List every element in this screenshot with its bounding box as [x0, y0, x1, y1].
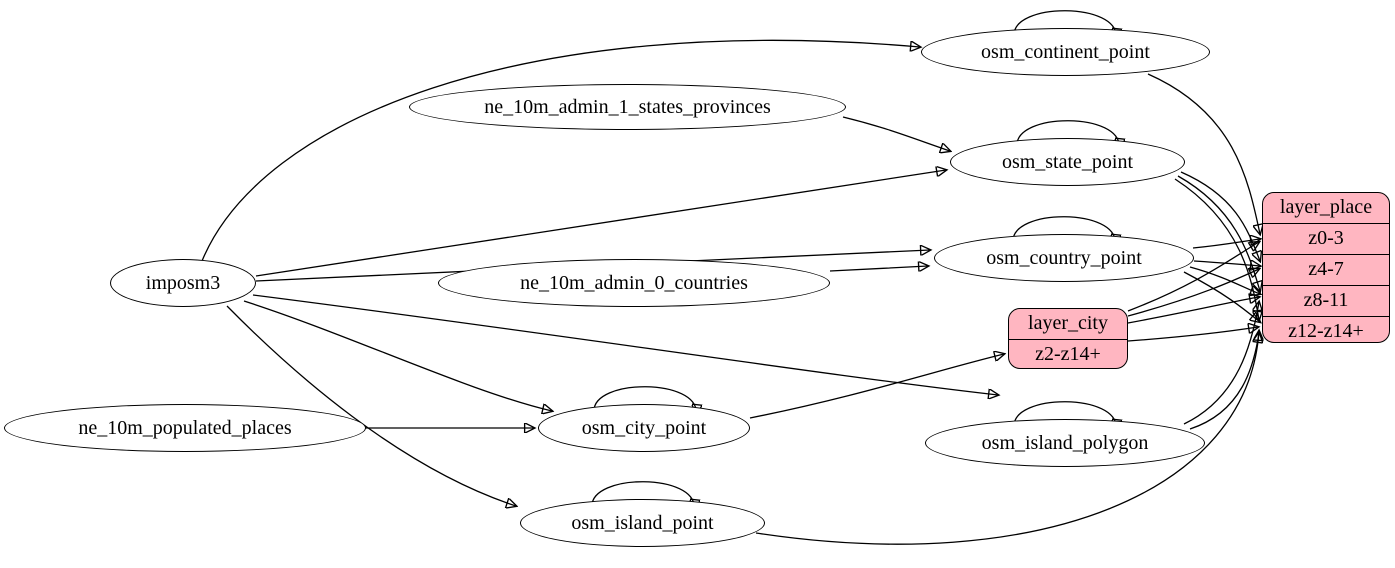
node-ne_10m_admin_0_countries: ne_10m_admin_0_countries: [438, 259, 830, 307]
edge-imposm3-to-osm_state_point: [255, 170, 946, 277]
edge-imposm3-to-osm_continent_point: [201, 39, 920, 262]
node-osm_continent_point-label: osm_continent_point: [981, 40, 1150, 63]
edge-osm_country_point-to-layer_place-z4-7: [1193, 261, 1260, 266]
node-osm_continent_point: osm_continent_point: [921, 28, 1210, 76]
edge-ne_10m_admin_0_countries-to-osm_country_point: [829, 266, 928, 271]
self-loop-osm_city_point: [593, 386, 696, 414]
self-loop-osm_country_point: [1012, 216, 1115, 244]
edge-osm_continent_point-to-layer_place-z0-3: [1147, 73, 1260, 234]
self-loop-osm_continent_point: [1013, 10, 1116, 38]
layer_place-row-z8-11: z8-11: [1263, 285, 1389, 316]
layer_city-row-z2-z14: z2-z14+: [1009, 339, 1127, 368]
edge-imposm3-to-osm_island_polygon: [252, 294, 998, 395]
edge-layer_city-to-layer_place-z12-z14: [1127, 327, 1258, 342]
node-layer_city: layer_city z2-z14+: [1008, 308, 1128, 369]
edge-ne_10m_admin_1_states_provinces-to-osm_state_point: [842, 116, 950, 151]
node-ne_10m_admin_1_states_provinces-label: ne_10m_admin_1_states_provinces: [484, 95, 771, 118]
edge-osm_island_polygon-to-layer_place-z8-11: [1183, 302, 1259, 425]
node-osm_island_polygon-label: osm_island_polygon: [981, 431, 1149, 454]
node-osm_island_polygon: osm_island_polygon: [925, 419, 1205, 467]
edge-imposm3-to-osm_island_point: [226, 305, 516, 506]
node-imposm3: imposm3: [110, 259, 256, 307]
edge-osm_country_point-to-layer_place-z0-3: [1192, 239, 1260, 249]
edge-osm_state_point-to-layer_place-z8-11: [1177, 175, 1260, 291]
node-osm_island_point-label: osm_island_point: [571, 511, 714, 534]
node-ne_10m_populated_places: ne_10m_populated_places: [4, 404, 366, 452]
self-loop-osm_state_point: [1016, 120, 1119, 148]
node-ne_10m_populated_places-label: ne_10m_populated_places: [78, 416, 292, 439]
edge-osm_city_point-to-layer_city-z2: [749, 354, 1004, 419]
edge-layer_city-to-layer_place-z0-3: [1127, 242, 1259, 312]
layer_city-title: layer_city: [1028, 312, 1108, 334]
node-osm_country_point-label: osm_country_point: [986, 246, 1142, 269]
edge-osm_country_point-to-layer_place-z12-z14: [1183, 271, 1260, 322]
node-layer_place: layer_place z0-3 z4-7 z8-11 z12-z14+: [1262, 192, 1390, 343]
node-ne_10m_admin_0_countries-label: ne_10m_admin_0_countries: [520, 271, 748, 294]
layer_place-row-z0-3: z0-3: [1263, 223, 1389, 254]
layer_place-row-z12-z14: z12-z14+: [1263, 316, 1389, 342]
node-osm_state_point: osm_state_point: [950, 138, 1185, 186]
edge-layer_city-to-layer_place-z4-7: [1127, 269, 1259, 317]
node-osm_city_point-label: osm_city_point: [581, 416, 707, 439]
node-osm_city_point: osm_city_point: [538, 404, 750, 452]
node-ne_10m_admin_1_states_provinces: ne_10m_admin_1_states_provinces: [409, 84, 846, 130]
layer_place-row-z4-7: z4-7: [1263, 254, 1389, 285]
node-imposm3-label: imposm3: [145, 271, 221, 294]
node-osm_country_point: osm_country_point: [934, 234, 1194, 282]
node-osm_state_point-label: osm_state_point: [1001, 150, 1134, 173]
node-osm_island_point: osm_island_point: [520, 499, 765, 547]
edge-osm_island_point-to-layer_place-z12-z14: [755, 331, 1259, 545]
edge-imposm3-to-osm_city_point: [243, 300, 552, 411]
layer_place-title: layer_place: [1279, 196, 1373, 218]
self-loop-osm_island_point: [591, 481, 694, 509]
edge-layer_city-to-layer_place-z8-11: [1127, 297, 1259, 324]
self-loop-osm_island_polygon: [1013, 401, 1116, 429]
